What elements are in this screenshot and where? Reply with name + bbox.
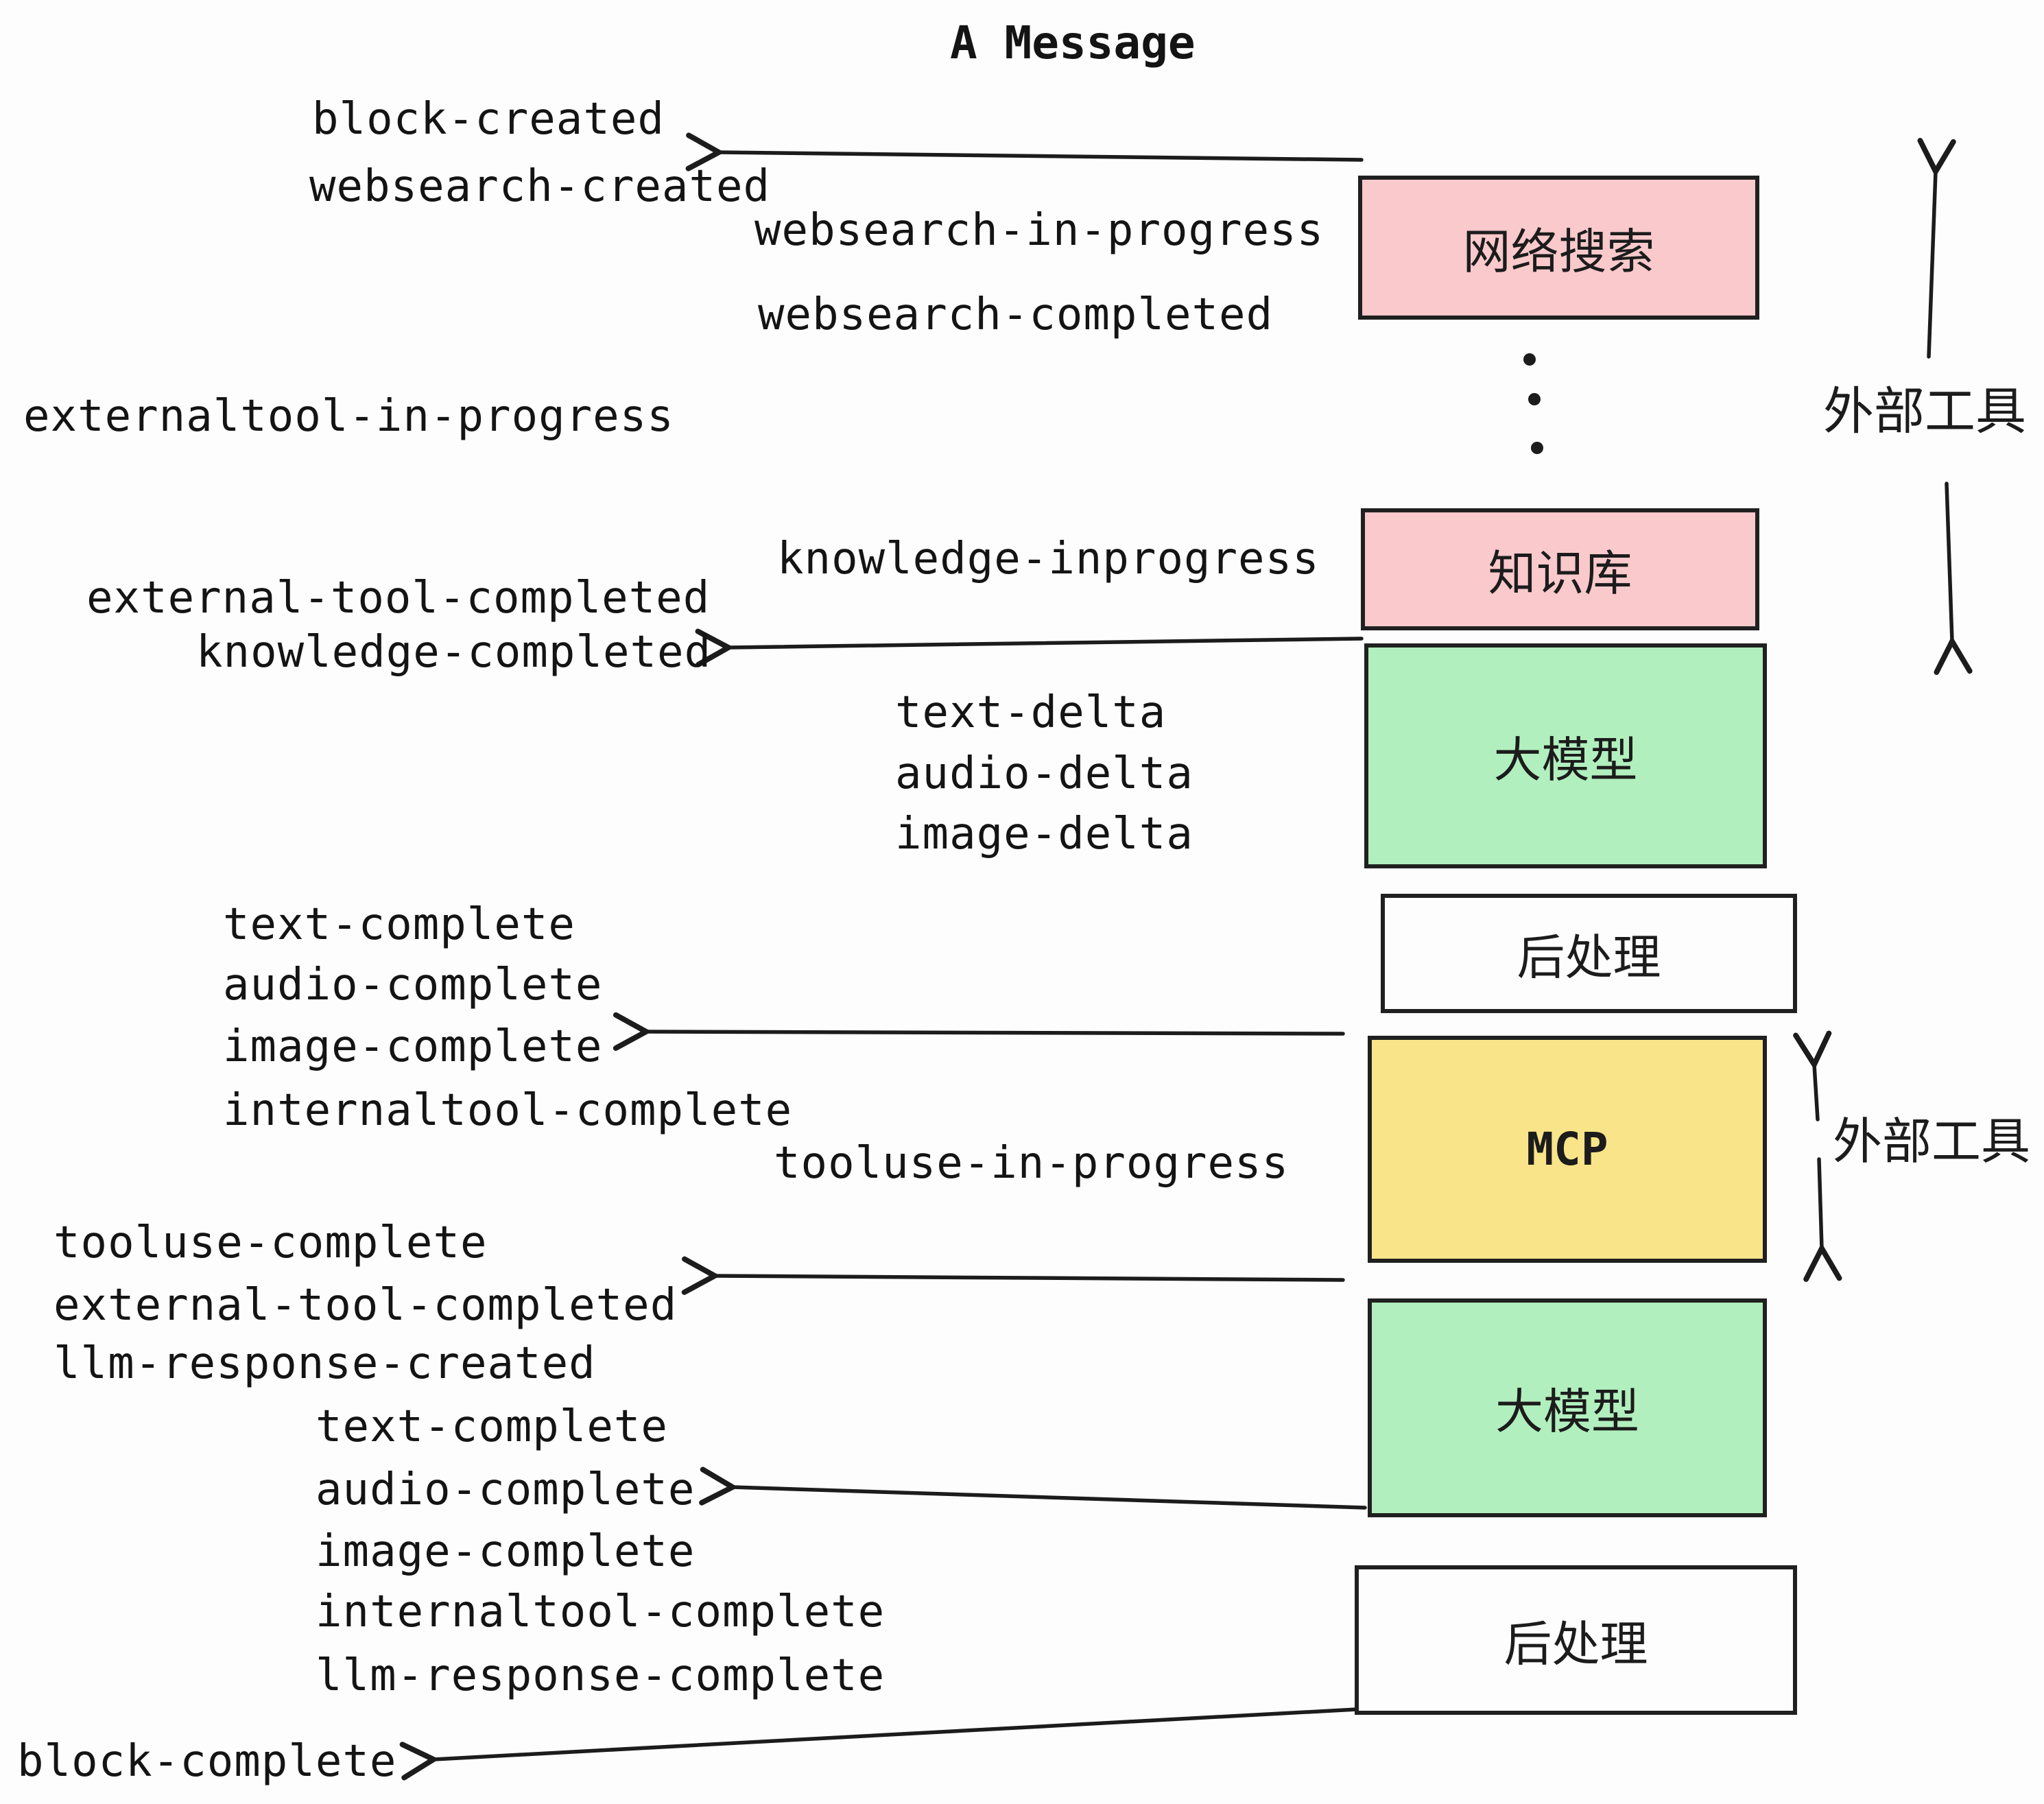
box-postprocess-1: 后处理 <box>1381 894 1797 1013</box>
event-external-tool-completed-1: external-tool-completed <box>86 573 711 624</box>
box-postprocess-2: 后处理 <box>1355 1565 1797 1715</box>
event-tooluse-in-progress: tooluse-in-progress <box>774 1138 1290 1189</box>
event-internaltool-complete-1: internaltool-complete <box>223 1085 793 1136</box>
external-tools-up-arrow-2 <box>1814 1065 1818 1121</box>
event-block-created: block-created <box>312 94 665 145</box>
event-llm-response-created: llm-response-created <box>54 1338 596 1389</box>
external-tools-label-2: 外部工具 <box>1833 1113 2031 1170</box>
box-websearch-label: 网络搜索 <box>1462 223 1655 280</box>
box-llm-2-label: 大模型 <box>1495 1384 1639 1440</box>
event-knowledge-completed: knowledge-completed <box>196 627 712 678</box>
arrow-audio-complete <box>733 1487 1367 1510</box>
ellipsis-dots-icon <box>1523 353 1543 454</box>
event-knowledge-inprogress: knowledge-inprogress <box>777 534 1320 584</box>
event-image-complete-2: image-complete <box>316 1526 696 1577</box>
event-audio-delta-1: audio-delta <box>895 748 1193 799</box>
page-title: A Message <box>950 16 1196 69</box>
event-external-tool-completed-2: external-tool-completed <box>54 1280 678 1331</box>
box-llm-1-label: 大模型 <box>1493 731 1638 788</box>
event-audio-complete-1: audio-complete <box>223 960 603 1010</box>
arrow-tooluse-complete <box>715 1276 1345 1280</box>
event-text-complete-2: text-complete <box>316 1401 668 1452</box>
external-tools-down-arrow-2 <box>1819 1157 1822 1248</box>
box-mcp: MCP <box>1368 1036 1767 1263</box>
arrow-block-created <box>719 152 1364 160</box>
event-tooluse-complete: tooluse-complete <box>54 1218 488 1268</box>
arrow-knowledge-completed <box>728 639 1364 648</box>
box-llm-1: 大模型 <box>1364 643 1767 868</box>
event-audio-complete-2: audio-complete <box>316 1464 696 1515</box>
event-text-complete-1: text-complete <box>223 899 575 950</box>
event-text-delta-1: text-delta <box>895 687 1167 738</box>
external-tools-down-arrow-1 <box>1947 482 1952 641</box>
box-postprocess-2-label: 后处理 <box>1504 1615 1648 1672</box>
external-tools-up-arrow-1 <box>1929 171 1936 359</box>
arrow-image-complete <box>646 1032 1345 1034</box>
event-block-complete: block-complete <box>17 1736 397 1787</box>
box-mcp-label: MCP <box>1526 1123 1608 1176</box>
box-postprocess-1-label: 后处理 <box>1517 929 1661 986</box>
box-llm-2: 大模型 <box>1368 1298 1767 1517</box>
event-websearch-completed: websearch-completed <box>758 289 1274 340</box>
event-llm-response-complete: llm-response-complete <box>316 1650 886 1701</box>
box-knowledge-label: 知识库 <box>1488 545 1632 602</box>
event-image-complete-1: image-complete <box>223 1021 603 1072</box>
box-knowledge: 知识库 <box>1361 508 1759 630</box>
arrow-block-complete <box>433 1707 1359 1759</box>
event-image-delta-1: image-delta <box>895 809 1193 859</box>
event-internaltool-complete-2: internaltool-complete <box>316 1587 886 1637</box>
event-websearch-in-progress: websearch-in-progress <box>754 205 1324 256</box>
external-tools-label-1: 外部工具 <box>1823 382 2026 441</box>
box-websearch: 网络搜索 <box>1358 176 1759 320</box>
event-websearch-created: websearch-created <box>309 161 771 212</box>
event-externaltool-in-progress: externaltool-in-progress <box>23 391 674 442</box>
